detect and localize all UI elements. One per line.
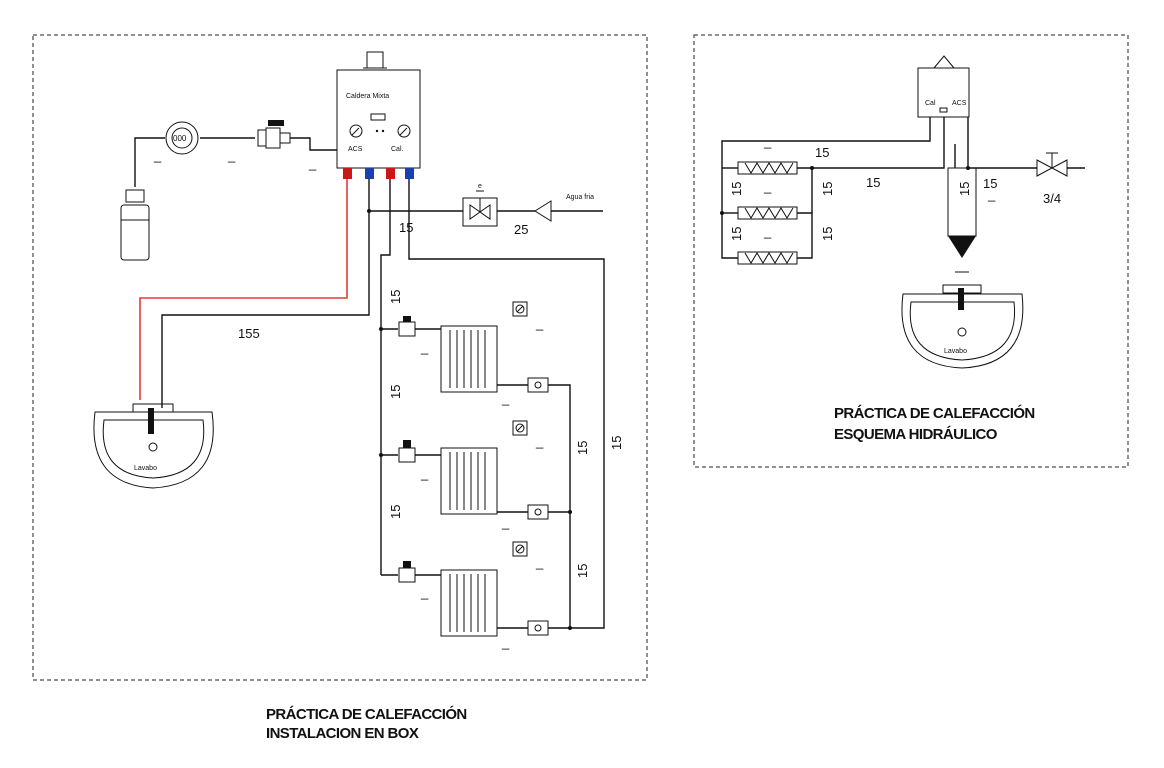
basin-label: Lavabo [134,465,157,472]
water-supply-arrow-icon [534,200,552,222]
right-title-line2: ESQUEMA HIDRÁULICO [834,426,998,443]
schematic-size-label: 15 [729,227,744,241]
schematic-size-label: 3/4 [1043,191,1061,206]
boiler-cal-label: Cal. [391,146,404,153]
schematic-size-label: 15 [820,227,835,241]
right-title-line1: PRÁCTICA DE CALEFACCIÓN [834,404,1035,422]
radiator-icon [737,251,798,265]
schematic-tap [947,167,977,273]
svg-text:_: _ [420,466,429,481]
left-title-line1: PRÁCTICA DE CALEFACCIÓN [266,705,467,723]
svg-text:_: _ [227,148,236,163]
thermostatic-valve-icon [398,440,441,463]
left-title-line2: INSTALACION EN BOX [266,725,419,742]
gas-bottle-icon [120,189,150,261]
schematic-size-label: 15 [729,182,744,196]
inlet-valve-icon [1036,152,1068,177]
water-inlet-label: Agua fria [566,194,594,201]
svg-text:_: _ [987,187,996,202]
svg-text:_: _ [501,515,510,530]
inlet-pipe-size: 25 [514,222,528,237]
radiator-icon [440,569,498,637]
svg-text:_: _ [308,156,317,171]
supply-size-label: 15 [388,505,403,519]
svg-text:_: _ [763,134,772,149]
svg-text:_: _ [535,555,544,570]
schematic-acs-label: ACS [952,100,967,107]
radiator-icon [737,161,798,175]
air-purge-icon [512,420,528,436]
air-purge-icon [512,301,528,317]
thermostatic-valve-icon [398,561,441,583]
air-purge-icon [512,541,528,557]
schematic-size-label: 15 [983,176,997,191]
radiator-icon [737,206,798,220]
schematic-size-label: 15 [815,145,829,160]
heating-circuit: 15 [379,179,624,650]
return-size-label: 15 [575,564,590,578]
radiator-icon [440,447,498,515]
supply-size-label: 15 [399,220,413,235]
wash-basin-icon: Lavabo [901,284,1024,369]
schematic-boiler: Cal ACS [917,55,970,118]
schematic-size-label: 15 [866,175,880,190]
cold-water-pipe [161,179,370,408]
heating-return-connector [405,168,414,179]
gas-meter-icon: 000 [165,121,199,155]
boiler-label: Caldera Mixta [346,93,389,100]
gas-line: 000 _ _ _ [120,120,337,261]
svg-text:_: _ [535,434,544,449]
svg-text:_: _ [763,224,772,239]
left-panel-frame [32,34,648,681]
lockshield-valve-icon [497,620,549,636]
return-size-label: 15 [575,441,590,455]
svg-text:_: _ [501,635,510,650]
schematic-size-label: 15 [820,182,835,196]
svg-text:_: _ [420,585,429,600]
svg-text:_: _ [420,340,429,355]
acs-hot-connector [343,168,352,179]
basin-pipe-size: 155 [238,326,260,341]
lockshield-valve-icon [497,377,549,393]
basin-label: Lavabo [944,348,967,355]
svg-text:_: _ [501,391,510,406]
acs-cold-connector [365,168,374,179]
svg-text:000: 000 [173,134,187,143]
return-size-label: 15 [609,436,624,450]
svg-text:_: _ [763,179,772,194]
gas-valve-icon [257,120,291,149]
boiler-acs-label: ACS [348,146,363,153]
svg-text:_: _ [535,316,544,331]
heating-supply-connector [386,168,395,179]
lockshield-valve-icon [497,504,549,520]
wash-basin-icon: Lavabo [93,403,214,489]
hot-water-pipe [139,179,348,400]
schematic-cal-label: Cal [925,100,936,107]
supply-size-label: 15 [388,385,403,399]
svg-text:_: _ [153,148,162,163]
right-panel-frame [693,34,1129,468]
radiator-icon [440,325,498,393]
combi-boiler: Caldera Mixta ACS Cal. [336,51,421,179]
water-inlet: e Agua fria 25 [367,183,603,237]
schematic-pipes [720,117,1085,259]
svg-text:e: e [478,183,482,190]
supply-size-label: 15 [388,290,403,304]
schematic-size-label: 15 [957,182,972,196]
thermostatic-valve-icon [398,316,441,337]
